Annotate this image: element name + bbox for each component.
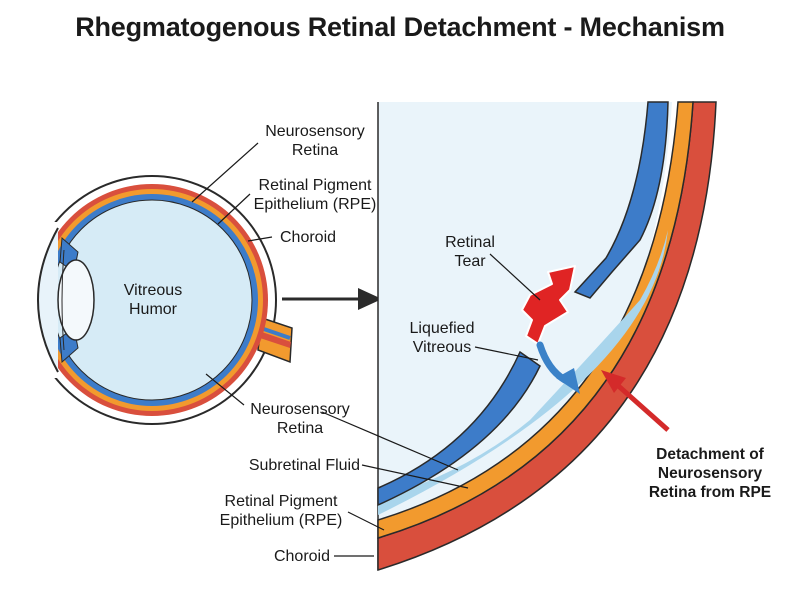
choroid-top-label: Choroid [279,229,337,246]
liquefied-vitreous-label: Liquefied Vitreous [409,320,475,356]
leader-lines [191,142,541,557]
retinal-tear-shape [521,265,576,345]
zoom-panel [377,101,717,572]
neurosensory-retina-bottom-label: Neurosensory Retina [250,401,350,437]
rpe-bottom-label: Retinal Pigment Epithelium (RPE) [219,493,343,529]
subretinal-fluid-label: Subretinal Fluid [248,457,360,474]
retina-lower-segment [377,350,541,507]
retinal-tear-label: Retinal Tear [445,234,495,270]
choroid-bottom-label: Choroid [273,548,330,565]
optic-nerve-core [260,332,291,348]
detachment-label: Detachment of Neurosensory Retina from R… [648,446,772,501]
retina-upper-segment [573,101,669,299]
lens [57,259,95,341]
cornea [37,227,59,373]
page-title: Rhegmatogenous Retinal Detachment - Mech… [75,12,725,42]
zoom-arrow [282,288,382,310]
rpe-top-label: Retinal Pigment Epithelium (RPE) [253,177,377,213]
neurosensory-retina-top-label: Neurosensory Retina [265,123,365,159]
eye-cross-section [2,175,293,425]
fluid-flow-arrow [536,341,580,394]
vitreous-humor-label: Vitreous Humor [123,282,183,318]
detachment-arrow [601,370,670,432]
